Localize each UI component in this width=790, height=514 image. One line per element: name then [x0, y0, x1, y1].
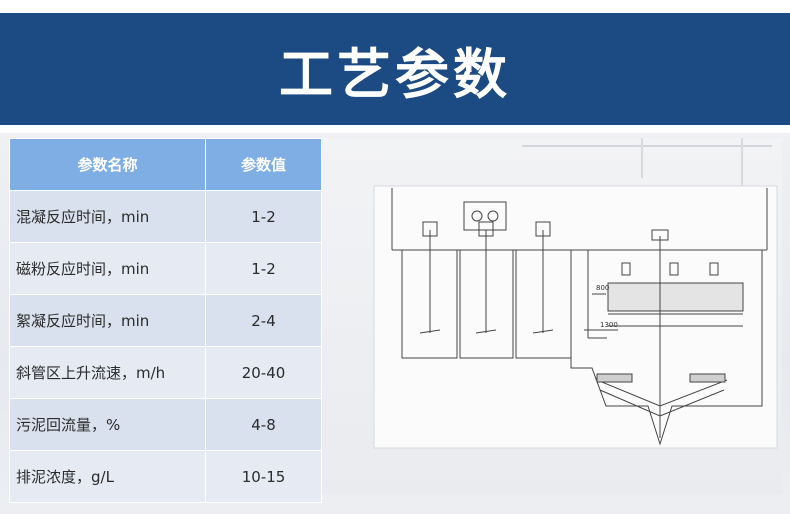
- parameter-name: 污泥回流量，%: [9, 398, 206, 451]
- table-header-row: 参数名称 参数值: [9, 138, 322, 191]
- parameter-name: 排泥浓度，g/L: [9, 450, 206, 503]
- table-row: 污泥回流量，% 4-8: [9, 398, 322, 451]
- table-row: 磁粉反应时间，min 1-2: [9, 242, 322, 295]
- column-header-value: 参数值: [205, 138, 322, 191]
- page-title: 工艺参数: [279, 42, 511, 106]
- parameter-name: 磁粉反应时间，min: [9, 242, 206, 295]
- column-header-name: 参数名称: [9, 138, 206, 191]
- parameter-name: 混凝反应时间，min: [9, 190, 206, 243]
- title-banner: 工艺参数: [0, 13, 790, 125]
- process-flow-schematic: 800 1300: [373, 138, 778, 449]
- process-parameters-table: 参数名称 参数值 混凝反应时间，min 1-2 磁粉反应时间，min 1-2 絮…: [9, 138, 322, 503]
- dimension-label-1300: 1300: [600, 321, 618, 329]
- parameter-value: 1-2: [205, 242, 322, 295]
- parameter-value: 1-2: [205, 190, 322, 243]
- drawing-sheet: [373, 185, 778, 449]
- table-row: 斜管区上升流速，m/h 20-40: [9, 346, 322, 399]
- parameter-value: 2-4: [205, 294, 322, 347]
- process-drawing-photo: 800 1300: [322, 138, 782, 494]
- parameter-value: 20-40: [205, 346, 322, 399]
- table-row: 排泥浓度，g/L 10-15: [9, 450, 322, 503]
- parameter-name: 絮凝反应时间，min: [9, 294, 206, 347]
- table-row: 絮凝反应时间，min 2-4: [9, 294, 322, 347]
- parameter-name: 斜管区上升流速，m/h: [9, 346, 206, 399]
- dimension-label-800: 800: [596, 284, 609, 292]
- parameter-value: 4-8: [205, 398, 322, 451]
- parameter-value: 10-15: [205, 450, 322, 503]
- table-row: 混凝反应时间，min 1-2: [9, 190, 322, 243]
